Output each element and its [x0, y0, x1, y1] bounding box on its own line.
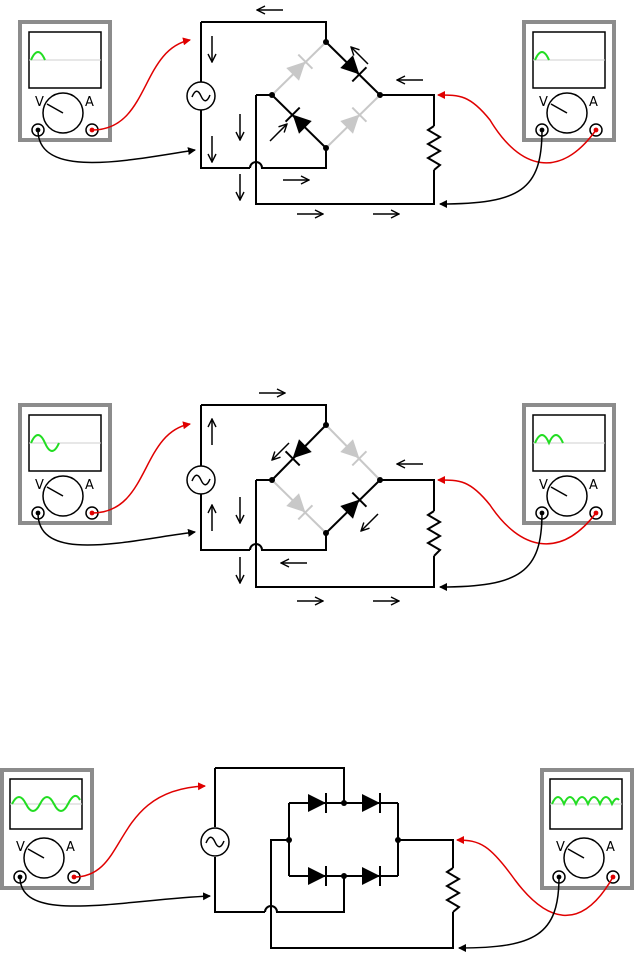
junction-dot [323, 530, 329, 536]
panel-2: V A V A [20, 393, 614, 601]
junction-dot [377, 92, 383, 98]
diode-icon [308, 793, 326, 813]
volt-label: V [35, 478, 44, 493]
volt-label: V [16, 840, 25, 855]
volt-label: V [539, 95, 548, 110]
panel-1: V A V A [20, 10, 614, 214]
junction-dot [286, 837, 292, 843]
junction-dot [341, 800, 347, 806]
junction-dot [377, 477, 383, 483]
input-oscilloscope: V A [2, 770, 92, 888]
diode-icon [362, 793, 380, 813]
junction-dot [395, 837, 401, 843]
amp-label: A [66, 840, 75, 855]
amp-label: A [606, 840, 615, 855]
junction-dot [323, 39, 329, 45]
junction-dot [323, 145, 329, 151]
volt-label: V [539, 478, 548, 493]
diode-bridge [256, 22, 383, 151]
diode-bridge [256, 405, 383, 536]
volt-label: V [556, 840, 565, 855]
input-oscilloscope: V A [20, 405, 110, 523]
diode-icon [308, 866, 326, 886]
panel-3: V A V A [2, 768, 632, 948]
load-resistor-icon [447, 868, 459, 912]
amp-label: A [589, 478, 598, 493]
amp-label: A [589, 95, 598, 110]
junction-dot [341, 873, 347, 879]
input-oscilloscope: V A [20, 22, 110, 140]
junction-dot [269, 477, 275, 483]
load-resistor-icon [428, 126, 440, 170]
diode-bridge [286, 793, 401, 886]
current-flow-arrows [212, 10, 423, 214]
load-resistor-icon [428, 511, 440, 556]
output-oscilloscope: V A [524, 405, 614, 523]
circuit-wires [215, 768, 453, 948]
current-flow-arrows [212, 393, 423, 601]
output-oscilloscope: V A [542, 770, 632, 888]
volt-label: V [35, 95, 44, 110]
junction-dot [323, 422, 329, 428]
amp-label: A [85, 95, 94, 110]
amp-label: A [85, 478, 94, 493]
diode-icon [362, 866, 380, 886]
output-oscilloscope: V A [524, 22, 614, 140]
junction-dot [269, 92, 275, 98]
